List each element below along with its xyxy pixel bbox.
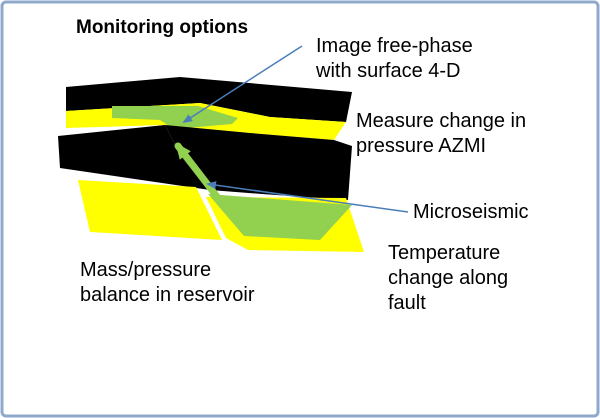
- label-temperature-change: Temperature change along fault: [388, 242, 509, 314]
- label-image-free-phase: Image free-phase with surface 4-D: [316, 35, 473, 82]
- caprock-layer-top: [66, 77, 352, 122]
- pointer-microseismic: [206, 181, 409, 213]
- diagram-title: Monitoring options: [76, 17, 249, 38]
- co2-plume-upper: [112, 106, 238, 132]
- seal-layer-middle-left: [58, 125, 210, 190]
- pointer-image-free-phase: [182, 45, 303, 124]
- label-microseismic: Microseismic: [413, 201, 529, 223]
- co2-plume-lower: [208, 194, 352, 240]
- label-measure-pressure: Measure change in pressure AZMI: [356, 110, 527, 157]
- reservoir-layer-lower-left: [78, 180, 222, 240]
- fault-migration-arrow: [174, 142, 222, 202]
- label-mass-pressure-balance: Mass/pressure balance in reservoir: [80, 259, 255, 306]
